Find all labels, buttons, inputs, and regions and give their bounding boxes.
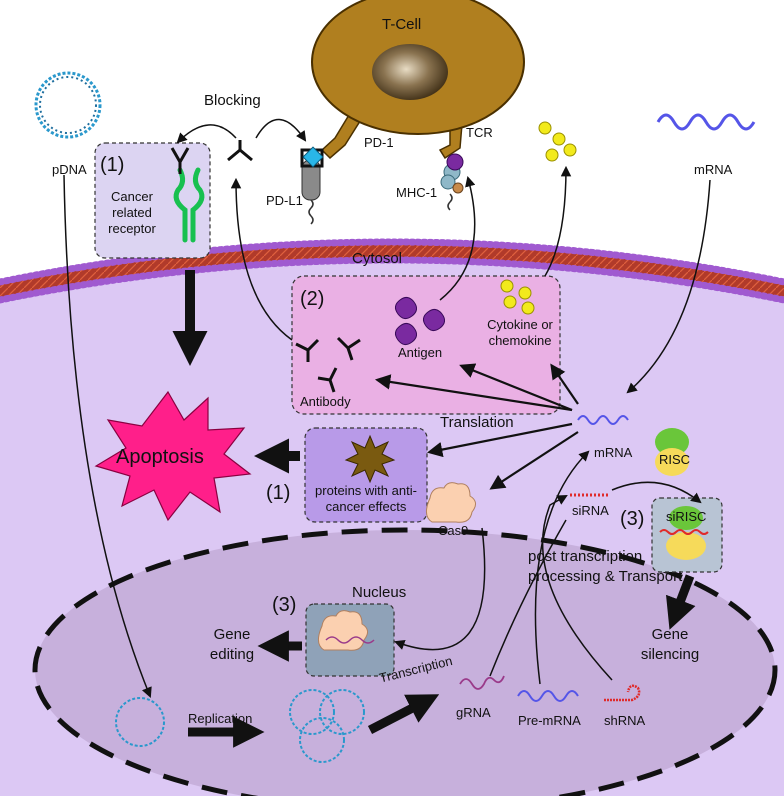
- receptor-line3: receptor: [108, 221, 156, 236]
- mrna-cytosol-label: mRNA: [594, 445, 633, 460]
- receptor-step: (1): [100, 154, 125, 176]
- arrow-cytokine-to-outside: [544, 165, 572, 277]
- sirisc-rna-icon: [659, 529, 709, 535]
- sirisc-step: (3): [620, 508, 645, 530]
- arrow-mrna-entry: [626, 179, 711, 394]
- arrow-translation-antigen: [459, 363, 573, 412]
- replicated-plasmids-icon: [289, 689, 365, 763]
- pdl1-molecule: [300, 146, 324, 225]
- receptor-line2: related: [112, 205, 152, 220]
- receptor-line1: Cancer: [111, 189, 153, 204]
- translation-label: Translation: [440, 414, 514, 431]
- shrna-icon: [604, 684, 641, 702]
- arrow-grna-to-cas9: [489, 519, 567, 677]
- risc-label: RISC: [659, 452, 691, 467]
- free-antibody-icon: [227, 140, 253, 162]
- mhc1-complex: [440, 153, 464, 211]
- silencing-line1: Gene: [651, 626, 689, 643]
- blocking-arrow-left: [176, 124, 237, 144]
- thick-arrow-transcription: [367, 694, 440, 734]
- cas9-label: Cas9: [438, 523, 469, 538]
- apoptosis-burst: [94, 390, 252, 522]
- sirisc-green-icon: [669, 506, 703, 530]
- pdna-plasmid-icon: [34, 71, 102, 139]
- mrna-squiggle-icon: [656, 113, 756, 131]
- arrow-antigen-to-mhc: [439, 175, 476, 301]
- sirisc-label: siRISC: [666, 509, 707, 524]
- replication-label: Replication: [188, 711, 253, 726]
- arrow-antibody-to-blocking: [230, 177, 293, 341]
- antibody-on-receptor-icon: [170, 147, 190, 174]
- tcell-title: T-Cell: [382, 16, 422, 33]
- sirisc-yellow-icon: [666, 532, 706, 560]
- nuclear-plasmid-icon: [115, 697, 165, 747]
- cancer-receptor-icon: [173, 167, 205, 243]
- mrna-cytosol-icon: [577, 415, 629, 425]
- arrow-translation-cas9: [489, 431, 579, 490]
- gene-editing-line2: editing: [209, 646, 255, 663]
- cytosol-title: Cytosol: [352, 250, 403, 267]
- blocking-label: Blocking: [204, 92, 261, 109]
- cytokine-line2: chemokine: [488, 333, 552, 348]
- proteins-box: [304, 427, 428, 523]
- apoptosis-label: Apoptosis: [116, 446, 204, 468]
- tcr-label: TCR: [466, 125, 493, 140]
- cytokine-dots-box: [500, 279, 535, 315]
- silencing-line2: silencing: [640, 646, 700, 663]
- grna-in-complex-icon: [325, 636, 375, 644]
- translation-step: (2): [300, 288, 325, 310]
- proteins-step: (1): [266, 482, 291, 504]
- proteins-line1: proteins with anti-: [315, 483, 417, 498]
- antigen-label: Antigen: [398, 345, 443, 360]
- processing-line1: post transcription: [528, 548, 643, 565]
- arrow-shrna-to-sirna: [541, 494, 613, 681]
- sirna-label: siRNA: [572, 503, 609, 518]
- cas9-complex-icon: [318, 610, 368, 651]
- membrane-outer-heads: [0, 238, 784, 286]
- antibody-group-icon: [295, 336, 361, 393]
- grna-icon: [459, 675, 505, 690]
- gene-editing-step: (3): [272, 594, 297, 616]
- mrna-top-label: mRNA: [694, 162, 733, 177]
- arrow-translation-antibody: [374, 374, 573, 412]
- arrow-translation-cytokine: [550, 363, 579, 405]
- nucleus-title: Nucleus: [352, 584, 407, 601]
- pdl1-label: PD-L1: [266, 193, 303, 208]
- gene-editing-line1: Gene: [213, 626, 251, 643]
- blocking-arrow-right: [255, 118, 307, 142]
- cytokine-dots-top: [538, 121, 577, 162]
- pre-mrna-label: Pre-mRNA: [518, 713, 581, 728]
- proteins-line2: cancer effects: [325, 499, 407, 514]
- mhc1-label: MHC-1: [396, 185, 438, 200]
- arrow-pdna-to-nucleus: [63, 174, 152, 698]
- pre-mrna-icon: [517, 690, 579, 702]
- thick-arrow-sirisc-to-silencing: [666, 574, 696, 630]
- shrna-label: shRNA: [604, 713, 646, 728]
- anticancer-protein-icon: [344, 434, 396, 484]
- t-cell: [311, 0, 525, 160]
- risc-complex-icon: [655, 428, 689, 476]
- arrow-translation-proteins: [426, 422, 573, 458]
- cas9-icon: [426, 482, 476, 523]
- grna-label: gRNA: [456, 705, 491, 720]
- processing-line2: processing & Transport: [528, 568, 683, 585]
- t-cell-nucleus: [372, 44, 448, 100]
- pdna-label: pDNA: [52, 162, 87, 177]
- antibody-label: Antibody: [300, 394, 351, 409]
- antigen-icon: [394, 296, 446, 346]
- arrow-sirna-to-sirisc: [611, 481, 702, 504]
- cytokine-line1: Cytokine or: [487, 317, 553, 332]
- pd1-label: PD-1: [364, 135, 394, 150]
- arrow-cas9-to-nucleus: [394, 527, 486, 651]
- membrane-inner-heads: [0, 256, 784, 304]
